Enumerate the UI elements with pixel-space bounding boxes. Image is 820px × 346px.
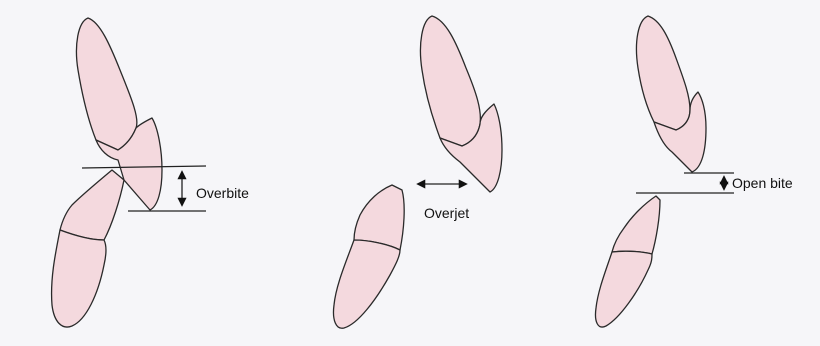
lower-incisor-overbite — [52, 170, 124, 327]
overbite-panel: Overbite — [52, 18, 250, 327]
lower-incisor-open-bite — [595, 196, 660, 327]
lower-incisor-overjet — [333, 185, 404, 328]
overjet-label: Overjet — [424, 205, 469, 221]
overjet-panel: Overjet — [333, 16, 502, 328]
upper-incisor-overjet — [420, 16, 502, 192]
upper-incisor-open-bite — [636, 16, 706, 172]
overbite-label: Overbite — [196, 185, 249, 201]
open-bite-label: Open bite — [732, 175, 793, 191]
open-bite-panel: Open bite — [595, 16, 792, 327]
